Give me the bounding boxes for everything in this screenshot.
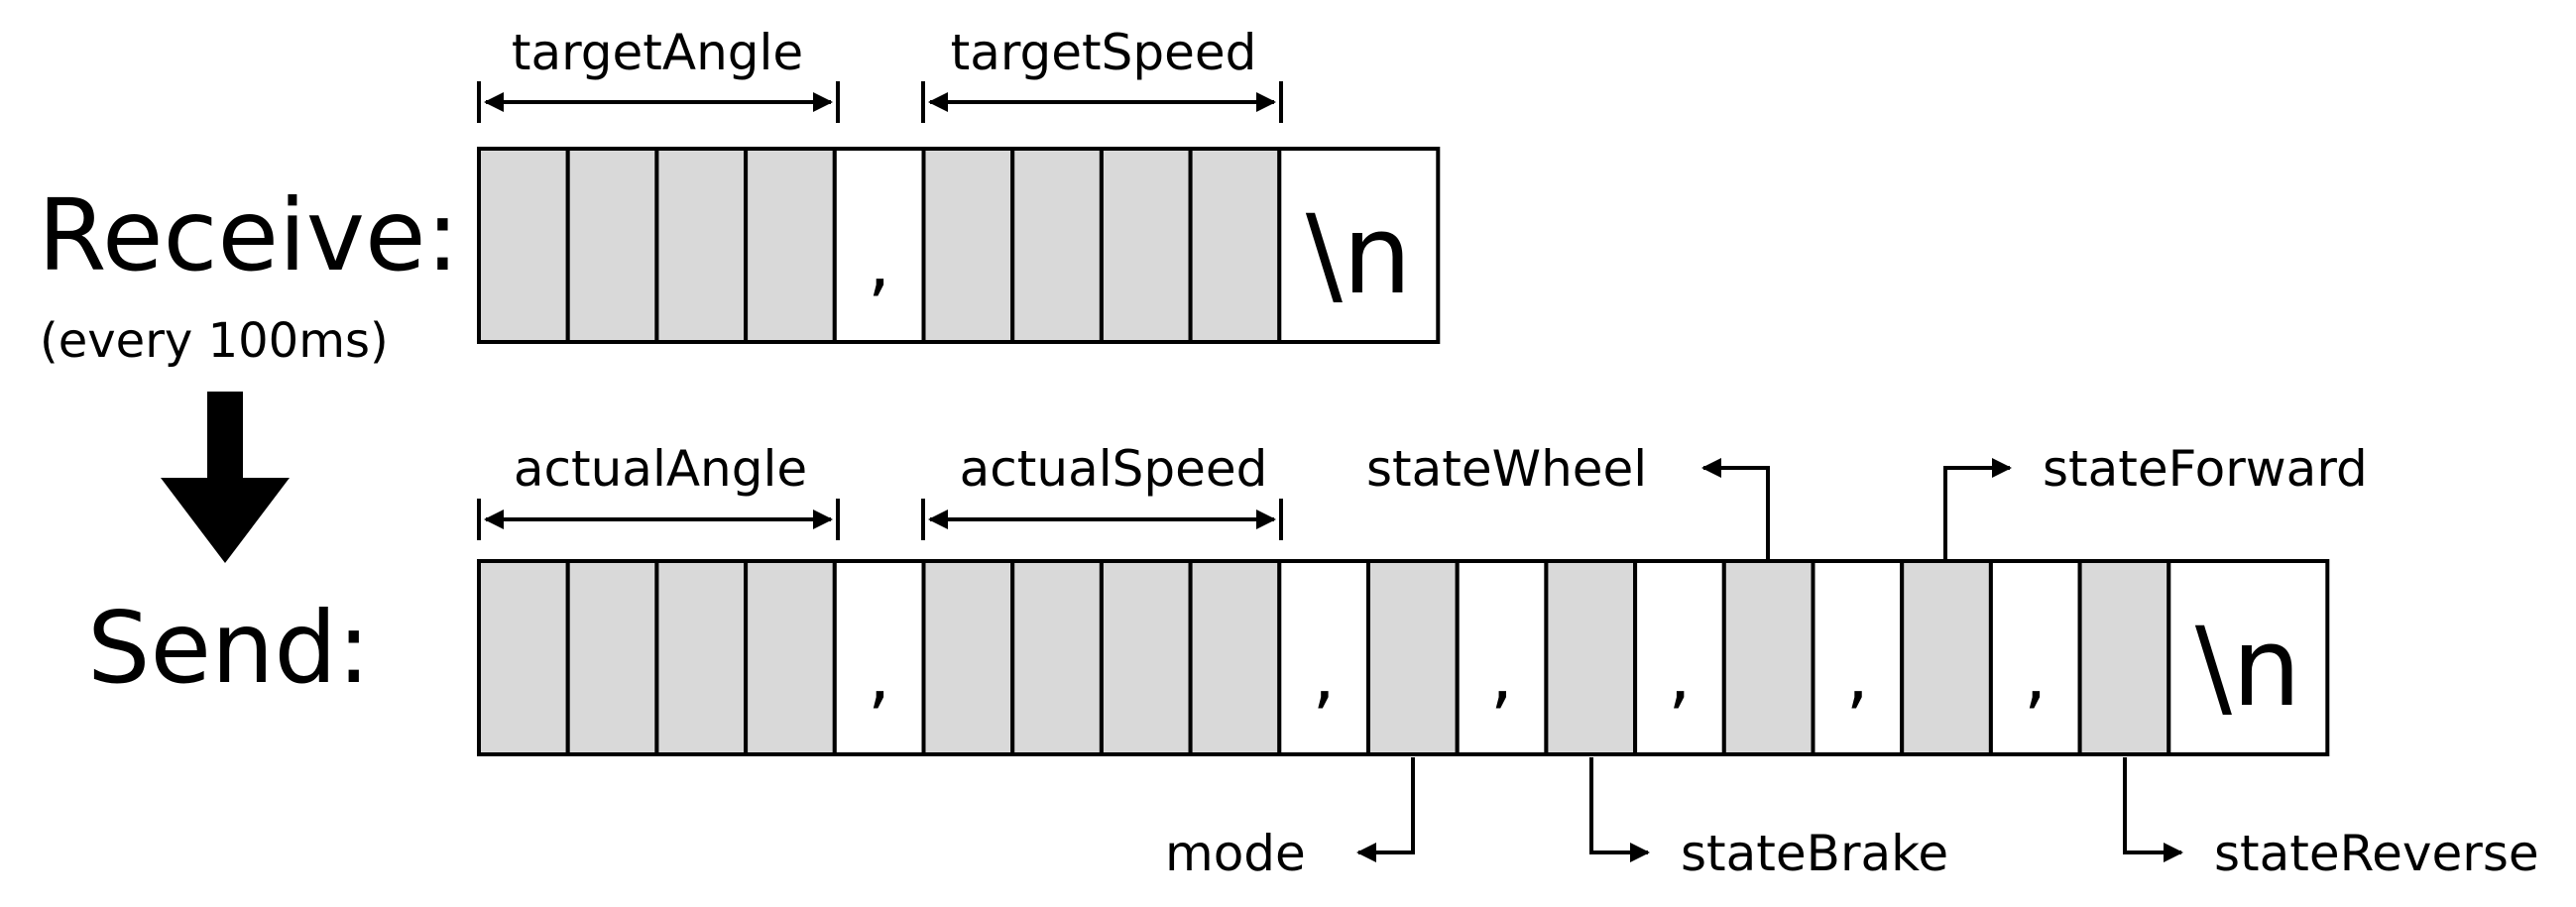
data-byte-cell (654, 559, 749, 756)
data-byte-cell (1721, 559, 1815, 756)
data-byte-cell (1099, 147, 1193, 344)
state-forward-label: stateForward (2043, 440, 2368, 498)
flow-down-arrow-icon (161, 392, 290, 563)
comma-text: , (1669, 633, 1692, 717)
comma-text: , (1846, 633, 1869, 717)
target-angle-label: targetAngle (512, 24, 803, 81)
send-frame: ,,,,,, \n (477, 559, 2330, 756)
comma-separator-cell: , (1988, 559, 2082, 756)
actual-angle-dimension: actualAngle (477, 440, 840, 540)
data-byte-cell (921, 147, 1015, 344)
mode-callout: mode (1165, 757, 1415, 882)
comma-separator-cell: , (1811, 559, 1905, 756)
data-byte-cell (654, 147, 749, 344)
mode-label: mode (1165, 825, 1306, 882)
state-forward-callout: stateForward (1943, 440, 2368, 561)
state-brake-label: stateBrake (1681, 825, 1948, 882)
data-byte-cell (1188, 147, 1282, 344)
data-byte-cell (477, 147, 570, 344)
comma-separator-cell: , (832, 147, 926, 344)
data-byte-cell (1099, 559, 1193, 756)
receive-frame: , \n (477, 147, 1441, 344)
target-speed-label: targetSpeed (951, 24, 1257, 81)
comma-text: , (868, 633, 890, 717)
comma-text: , (1313, 633, 1336, 717)
state-reverse-label: stateReverse (2214, 825, 2539, 882)
comma-separator-cell: , (1277, 559, 1371, 756)
data-byte-cell (565, 559, 659, 756)
target-speed-dimension: targetSpeed (921, 24, 1283, 123)
comma-text: , (2024, 633, 2047, 717)
target-angle-dimension: targetAngle (477, 24, 840, 123)
data-byte-cell (565, 147, 659, 344)
data-byte-cell (1544, 559, 1638, 756)
data-byte-cell (1366, 559, 1460, 756)
data-byte-cell (1188, 559, 1282, 756)
comma-separator-cell: , (1455, 559, 1549, 756)
actual-speed-dimension: actualSpeed (921, 440, 1283, 540)
state-wheel-label: stateWheel (1366, 440, 1647, 498)
data-byte-cell (744, 559, 837, 756)
newline-text: \n (1306, 191, 1412, 318)
actual-angle-label: actualAngle (514, 440, 807, 498)
comma-text: , (868, 221, 890, 304)
actual-speed-label: actualSpeed (960, 440, 1268, 498)
comma-separator-cell: , (832, 559, 926, 756)
data-byte-cell (2077, 559, 2171, 756)
receive-title: Receive: (38, 177, 459, 293)
send-title: Send: (87, 590, 371, 706)
data-byte-cell (1900, 559, 1993, 756)
comma-separator-cell: , (1633, 559, 1726, 756)
receive-subtitle: (every 100ms) (40, 313, 389, 369)
newline-terminator-cell: \n (1277, 147, 1441, 344)
data-byte-cell (1010, 559, 1104, 756)
data-byte-cell (477, 559, 570, 756)
comma-text: , (1490, 633, 1513, 717)
data-byte-cell (1010, 147, 1104, 344)
data-byte-cell (921, 559, 1015, 756)
state-reverse-callout: stateReverse (2123, 757, 2539, 882)
newline-terminator-cell: \n (2166, 559, 2330, 756)
newline-text: \n (2195, 604, 2301, 731)
state-wheel-callout: stateWheel (1366, 440, 1770, 561)
data-byte-cell (744, 147, 837, 344)
state-brake-callout: stateBrake (1589, 757, 1948, 882)
